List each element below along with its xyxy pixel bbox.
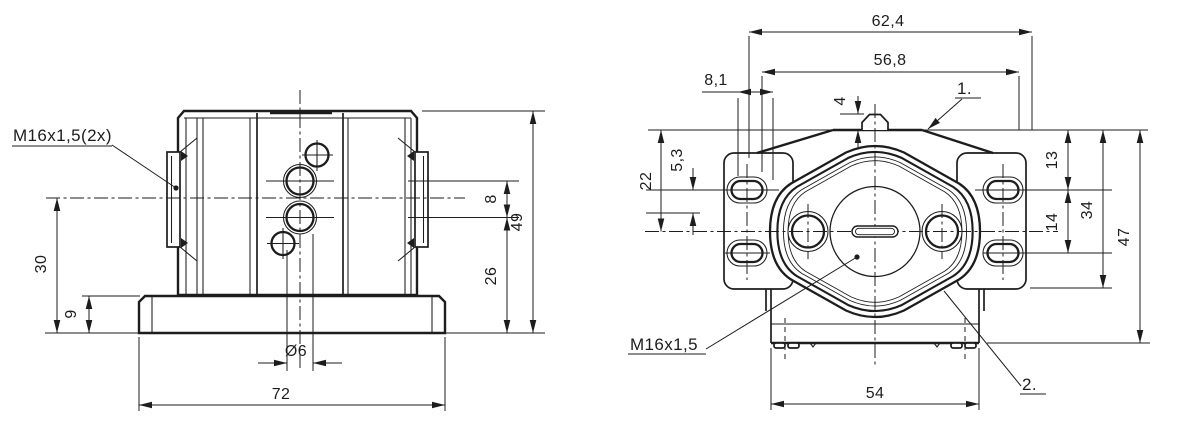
- dim-72: 72: [272, 386, 291, 403]
- callout-2-leader: [943, 290, 1022, 387]
- dim-62-4: 62,4: [872, 13, 905, 30]
- dim-dia6: Ø6: [285, 343, 307, 360]
- mounting-base: [137, 294, 447, 335]
- dim-47: 47: [1116, 228, 1133, 247]
- left-port-flange: [166, 137, 198, 262]
- leader-dot: [854, 254, 860, 260]
- dim-13: 13: [1044, 151, 1061, 170]
- front-thread-callout: M16x1,5(2x): [13, 126, 112, 145]
- dim-22: 22: [638, 172, 655, 191]
- dim-56-8: 56,8: [874, 52, 907, 69]
- foot: [787, 342, 800, 349]
- right-port-flange: [397, 137, 429, 262]
- callout-1: 1.: [957, 79, 972, 98]
- callout-1-leader: [927, 98, 963, 130]
- dim-26: 26: [483, 267, 500, 286]
- foot: [950, 342, 963, 349]
- foot: [964, 342, 977, 349]
- dim-9: 9: [63, 309, 80, 318]
- thread-leader: [111, 144, 177, 189]
- side-thread-callout: M16x1,5: [630, 335, 698, 354]
- front-view: M16x1,5(2x) 30 9 72 Ø6 8 26 49: [12, 90, 545, 411]
- dim-49: 49: [509, 213, 526, 232]
- foot: [773, 342, 786, 349]
- dim-34: 34: [1079, 201, 1096, 220]
- dim-8: 8: [483, 194, 500, 203]
- thread-leader-side: [705, 256, 858, 350]
- callout-2: 2.: [1022, 375, 1037, 394]
- dim-30: 30: [33, 255, 50, 274]
- dim-8-1: 8,1: [704, 72, 727, 89]
- dim-5-3: 5,3: [669, 148, 686, 171]
- dim-4: 4: [832, 96, 849, 105]
- dim-54: 54: [866, 385, 885, 402]
- side-view: 62,4 56,8 8,1 4 1. 22 5,3 13 14 34 47 54…: [628, 13, 1150, 410]
- center-slot: [851, 225, 899, 238]
- dim-14: 14: [1044, 213, 1061, 232]
- leader-dot: [173, 185, 179, 191]
